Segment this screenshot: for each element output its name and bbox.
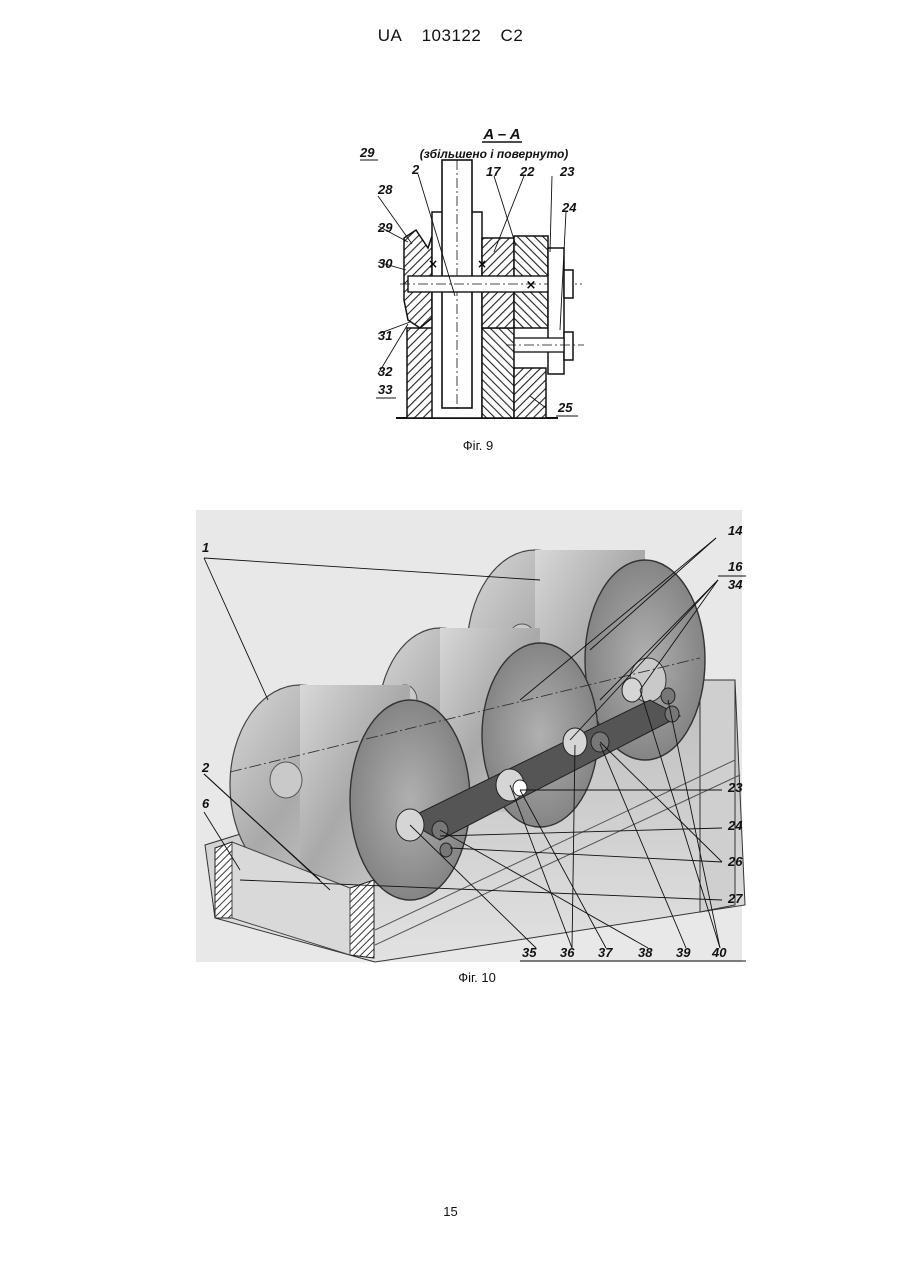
fig10-label-34: 34 (728, 577, 743, 592)
fig10-label-35: 35 (522, 945, 537, 960)
fig10-wall-middle (350, 880, 374, 958)
fig10-label-39: 39 (676, 945, 691, 960)
fig10-label-26: 26 (727, 854, 743, 869)
fig10-label-37: 37 (598, 945, 613, 960)
fig10-label-16: 16 (728, 559, 743, 574)
fig10-label-2: 2 (201, 760, 210, 775)
page-number: 15 (0, 1204, 901, 1219)
fig10-label-36: 36 (560, 945, 575, 960)
fig10-label-6: 6 (202, 796, 210, 811)
fig10-label-14: 14 (728, 523, 743, 538)
figure-10-caption: Фіг. 10 (377, 970, 577, 985)
fig10-drum-front-rear-hub (270, 762, 302, 798)
figure-10-drawing: 1 14 16 34 2 6 23 24 26 27 35 36 37 38 3… (0, 0, 901, 980)
fig10-label-27: 27 (727, 891, 743, 906)
fig10-label-24: 24 (727, 818, 743, 833)
fig10-label-38: 38 (638, 945, 653, 960)
fig10-label-1: 1 (202, 540, 209, 555)
fig10-label-23: 23 (727, 780, 743, 795)
fig10-label-40: 40 (711, 945, 727, 960)
